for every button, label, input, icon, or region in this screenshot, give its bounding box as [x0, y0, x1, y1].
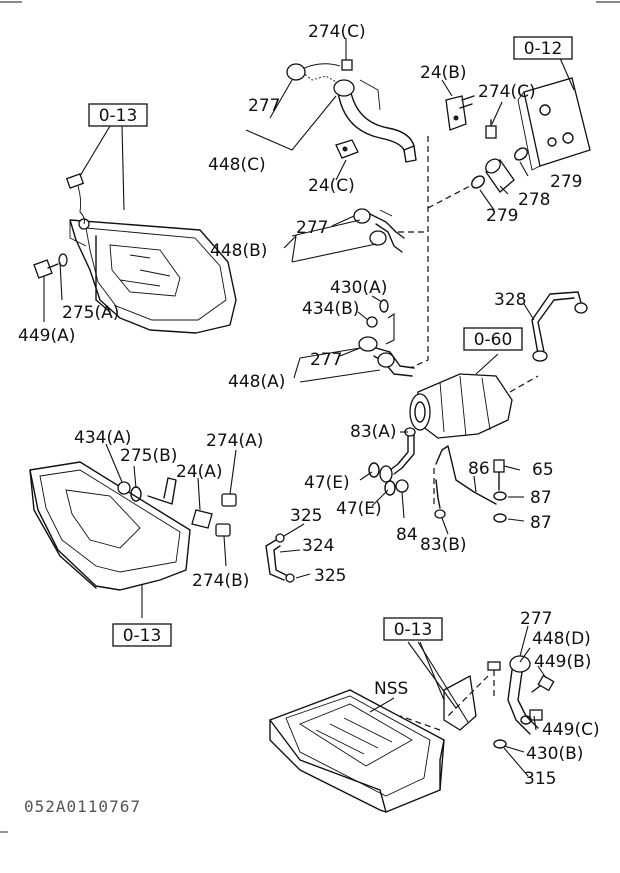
pipe-324	[265, 533, 295, 583]
pipe-83a	[389, 427, 416, 475]
ref-box-012: 0-12	[513, 36, 573, 60]
label-448d: 448(D)	[532, 629, 591, 649]
dashed-connector-upper	[427, 185, 471, 209]
plug-274b	[215, 523, 231, 537]
bracket-24c	[335, 139, 359, 159]
label-87-b: 87	[530, 513, 552, 533]
label-24b: 24(B)	[420, 63, 467, 83]
gasket-47e-top	[368, 462, 380, 478]
label-449b: 449(B)	[534, 652, 591, 672]
label-325-top: 325	[290, 506, 322, 526]
dipstick-guide-448c	[286, 59, 417, 163]
bracket-block-012	[517, 77, 591, 171]
plug-274a	[221, 493, 237, 507]
pipe-83b	[433, 445, 497, 519]
dipstick-chain-upper	[65, 173, 85, 225]
ref-box-013-br: 0-13	[383, 617, 443, 641]
hose-278	[485, 158, 515, 193]
label-nss: NSS	[374, 679, 408, 699]
label-448b: 448(B)	[210, 241, 267, 261]
bolt-449b	[531, 674, 555, 693]
label-24a: 24(A)	[176, 462, 223, 482]
label-86: 86	[468, 459, 490, 479]
gasket-47e-bottom	[384, 480, 396, 496]
dipstick-tube-24a	[147, 477, 213, 529]
washer-87	[493, 491, 507, 523]
label-275a: 275(A)	[62, 303, 119, 323]
drawing-code: 052A0110767	[24, 797, 141, 816]
leader-lines	[43, 38, 575, 777]
label-277-br: 277	[520, 609, 552, 629]
label-84: 84	[396, 525, 418, 545]
label-277-mid: 277	[296, 218, 328, 238]
label-274c-top: 274(C)	[308, 22, 366, 42]
label-279-a: 279	[550, 172, 582, 192]
pipe-328	[531, 291, 588, 362]
bracket-24b	[445, 95, 475, 131]
label-434a: 434(A)	[74, 428, 131, 448]
label-278: 278	[518, 190, 550, 210]
label-83a: 83(A)	[350, 422, 397, 442]
oil-pan-upper	[69, 218, 237, 334]
label-279-b: 279	[486, 206, 518, 226]
bracket-lines-430	[385, 312, 395, 345]
label-449a: 449(A)	[18, 326, 75, 346]
eyebolt-84	[379, 465, 409, 493]
part-labels: 274(C) 277 448(C) 24(C) 24(B) 274(C) 279…	[18, 22, 600, 789]
oil-pump-assembly-060	[409, 373, 539, 439]
clamp-279	[471, 147, 528, 189]
label-448a: 448(A)	[228, 372, 285, 392]
plug-274c-right	[485, 119, 497, 139]
ref-013-left-text: 0-13	[123, 626, 162, 646]
bolt-449c	[529, 709, 543, 721]
ref-box-013-top: 0-13	[88, 103, 148, 127]
label-325-bottom: 325	[314, 566, 346, 586]
nut-434b	[366, 316, 378, 328]
label-87-a: 87	[530, 488, 552, 508]
nut-434a	[117, 481, 131, 495]
label-315: 315	[524, 769, 556, 789]
label-47e-top: 47(E)	[304, 473, 350, 493]
ref-060-text: 0-60	[474, 330, 513, 350]
dipstick-guide-448b	[353, 208, 405, 253]
dipstick-guide-448a	[358, 336, 415, 377]
label-274a: 274(A)	[206, 431, 263, 451]
label-47e-bottom: 47(E)	[336, 499, 382, 519]
bracket-013-br	[399, 674, 489, 731]
label-430a: 430(A)	[330, 278, 387, 298]
label-434b: 434(B)	[302, 299, 359, 319]
ref-013-top-text: 0-13	[99, 106, 138, 126]
label-274c-right: 274(C)	[478, 82, 536, 102]
label-83b: 83(B)	[420, 535, 467, 555]
bolt-86	[493, 459, 505, 491]
o-ring-430b	[493, 715, 532, 749]
label-449c: 449(C)	[542, 720, 600, 740]
label-277-top: 277	[248, 96, 280, 116]
label-275b: 275(B)	[120, 446, 177, 466]
label-277-low: 277	[310, 350, 342, 370]
ref-box-013-left: 0-13	[112, 623, 172, 647]
oil-pan-left	[29, 461, 191, 591]
ref-012-text: 0-12	[524, 39, 563, 59]
label-24c: 24(C)	[308, 176, 355, 196]
label-430b: 430(B)	[526, 744, 583, 764]
label-448c: 448(C)	[208, 155, 266, 175]
ref-box-060: 0-60	[463, 327, 523, 351]
ring-430a	[379, 299, 389, 313]
ref-013-br-text: 0-13	[394, 620, 433, 640]
dashed-connector-main	[409, 136, 429, 369]
oil-pan-nss	[269, 689, 445, 813]
bolt-449a	[33, 253, 68, 279]
dipstick-top-315	[487, 661, 501, 700]
label-274b: 274(B)	[192, 571, 249, 591]
dipstick-guide-448d	[507, 655, 539, 735]
label-65: 65	[532, 460, 554, 480]
label-324: 324	[302, 536, 334, 556]
label-328: 328	[494, 290, 526, 310]
